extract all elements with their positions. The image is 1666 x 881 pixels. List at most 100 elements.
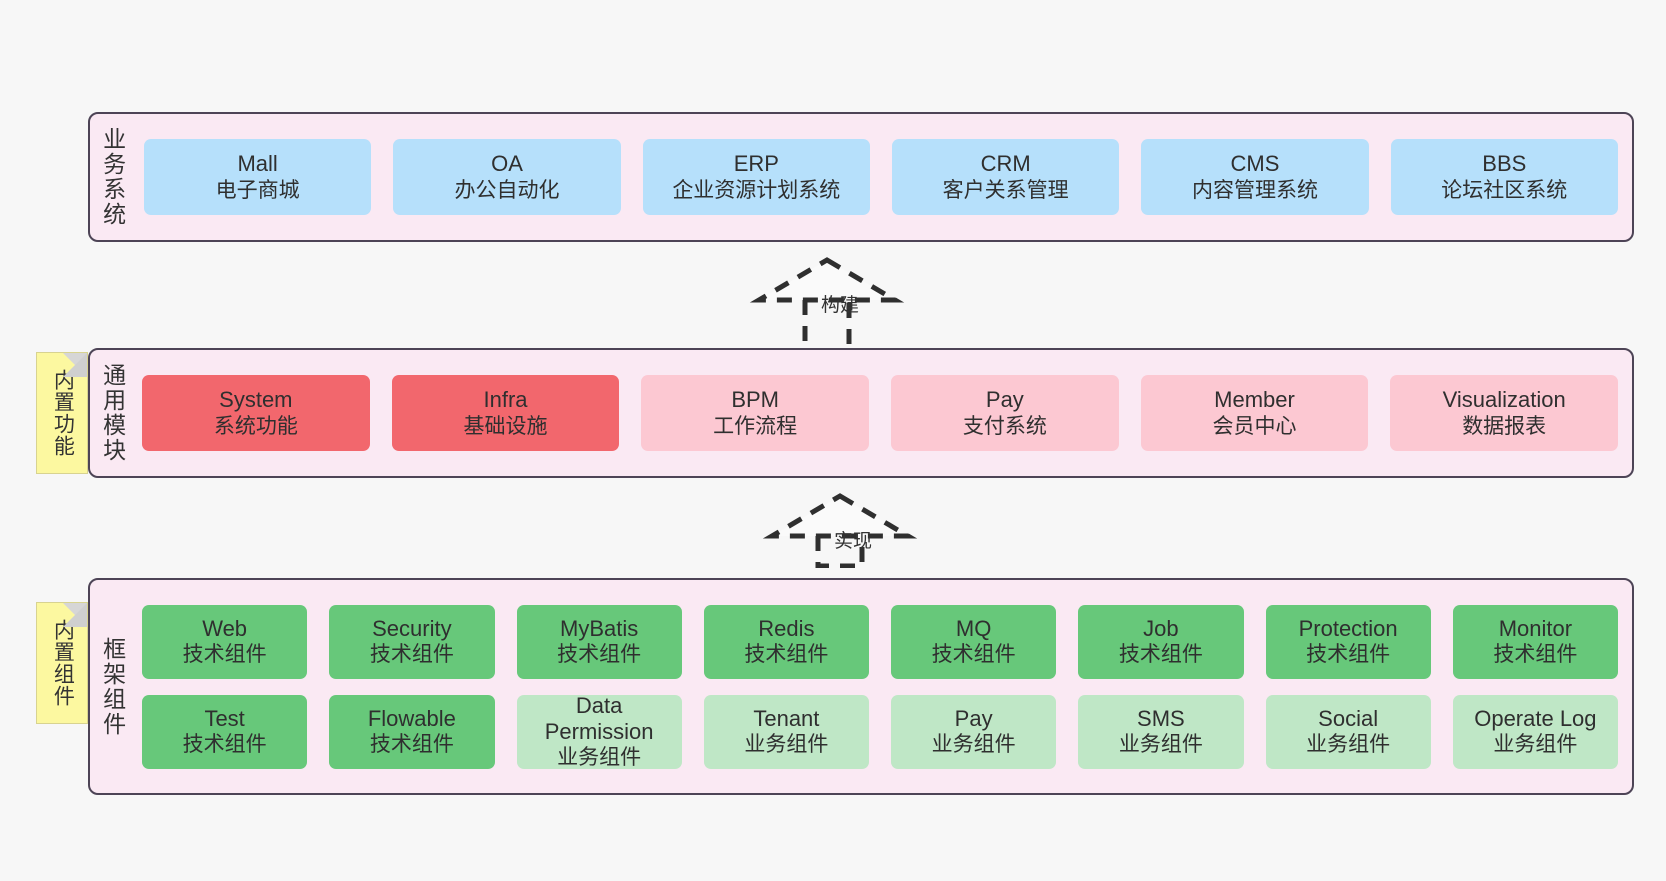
layer-common-module: 通用模块 System 系统功能 Infra 基础设施 BPM 工作流程 Pay…	[88, 348, 1634, 478]
card-sms[interactable]: SMS 业务组件	[1078, 694, 1244, 769]
card-bpm[interactable]: BPM 工作流程	[641, 375, 870, 451]
card-mybatis[interactable]: MyBatis 技术组件	[516, 604, 682, 679]
card-title-en: SMS	[1137, 705, 1185, 731]
card-visualization[interactable]: Visualization 数据报表	[1390, 375, 1619, 451]
card-title-cn: 办公自动化	[454, 178, 560, 202]
card-title-cn: 技术组件	[1493, 643, 1578, 667]
card-title-cn: 客户关系管理	[942, 178, 1069, 202]
card-title-cn: 技术组件	[744, 643, 829, 667]
layer-title-framework-component: 框架组件	[99, 636, 126, 737]
layer-row: Web 技术组件 Security 技术组件 MyBatis 技术组件 Redi…	[142, 604, 1618, 679]
note-label: 内置组件	[51, 619, 75, 707]
card-title-en: Tenant	[753, 705, 820, 731]
card-pay-business[interactable]: Pay 业务组件	[891, 694, 1057, 769]
card-title-cn: 业务组件	[557, 746, 642, 770]
card-title-cn: 内容管理系统	[1191, 178, 1318, 202]
card-title-cn: 论坛社区系统	[1441, 178, 1568, 202]
card-title-cn: 支付系统	[962, 414, 1047, 438]
card-data-permission[interactable]: Data Permission 业务组件	[516, 692, 682, 770]
note-fold-corner-icon	[63, 603, 87, 627]
layer-row: Test 技术组件 Flowable 技术组件 Data Permission …	[142, 692, 1618, 770]
card-title-en: Infra	[483, 387, 528, 413]
card-pay[interactable]: Pay 支付系统	[891, 375, 1119, 451]
connector-build-label: 构建	[821, 295, 860, 316]
card-crm[interactable]: CRM 客户关系管理	[891, 139, 1120, 215]
card-title-cn: 业务组件	[1118, 733, 1203, 757]
note-fold-corner-icon	[63, 353, 87, 377]
card-title-en: BBS	[1482, 151, 1527, 177]
connector-build-arrow-icon	[749, 257, 905, 355]
card-title-cn: 基础设施	[463, 414, 548, 438]
card-title-en: Test	[204, 705, 245, 731]
card-title-en: Flowable	[367, 705, 456, 731]
layer-row: System 系统功能 Infra 基础设施 BPM 工作流程 Pay 支付系统…	[142, 375, 1619, 451]
card-redis[interactable]: Redis 技术组件	[703, 604, 869, 679]
card-title-cn: 技术组件	[182, 733, 267, 757]
card-operate-log[interactable]: Operate Log 业务组件	[1452, 694, 1618, 769]
card-member[interactable]: Member 会员中心	[1140, 375, 1369, 451]
card-mq[interactable]: MQ 技术组件	[891, 604, 1057, 679]
layer-row: Mall 电子商城 OA 办公自动化 ERP 企业资源计划系统 CRM 客户关系…	[144, 139, 1618, 215]
card-title-en: Social	[1318, 705, 1379, 731]
card-monitor[interactable]: Monitor 技术组件	[1452, 604, 1618, 679]
card-title-en: Pay	[954, 705, 993, 731]
card-title-cn: 技术组件	[931, 643, 1016, 667]
card-title-cn: 业务组件	[1493, 733, 1578, 757]
card-mall[interactable]: Mall 电子商城	[144, 139, 372, 215]
card-title-cn: 技术组件	[1118, 643, 1203, 667]
note-builtin-features: 内置功能	[36, 352, 88, 474]
card-title-en: MyBatis	[560, 615, 639, 641]
card-title-cn: 技术组件	[369, 643, 454, 667]
connector-implement: 实现	[758, 488, 938, 569]
card-title-en: Job	[1143, 615, 1179, 641]
card-title-en: Mall	[237, 151, 278, 177]
card-test[interactable]: Test 技术组件	[142, 694, 308, 769]
layer-title-common-module: 通用模块	[99, 363, 126, 463]
card-title-en: OA	[491, 151, 523, 177]
card-title-en: Visualization	[1442, 387, 1566, 413]
card-job[interactable]: Job 技术组件	[1078, 604, 1244, 679]
layer-framework-component: 框架组件 Web 技术组件 Security 技术组件 MyBatis 技术组件…	[88, 578, 1634, 795]
connector-implement-arrow-icon	[762, 493, 918, 569]
card-oa[interactable]: OA 办公自动化	[393, 139, 621, 215]
card-title-en: MQ	[955, 615, 992, 641]
card-title-en: Pay	[985, 387, 1024, 413]
card-title-cn: 电子商城	[215, 178, 300, 202]
card-title-en: Operate Log	[1474, 705, 1597, 731]
card-erp[interactable]: ERP 企业资源计划系统	[642, 139, 870, 215]
card-title-cn: 业务组件	[744, 733, 829, 757]
connector-implement-label: 实现	[834, 531, 873, 552]
card-protection[interactable]: Protection 技术组件	[1265, 604, 1431, 679]
card-title-cn: 企业资源计划系统	[672, 178, 841, 202]
card-web[interactable]: Web 技术组件	[142, 604, 308, 679]
card-title-cn: 数据报表	[1462, 414, 1547, 438]
card-title-cn: 技术组件	[182, 643, 267, 667]
layer-business-system: 业务系统 Mall 电子商城 OA 办公自动化 ERP 企业资源计划系统 CRM…	[88, 112, 1634, 242]
card-tenant[interactable]: Tenant 业务组件	[703, 694, 869, 769]
card-security[interactable]: Security 技术组件	[329, 604, 495, 679]
note-label: 内置功能	[51, 369, 75, 457]
card-bbs[interactable]: BBS 论坛社区系统	[1390, 139, 1618, 215]
card-title-cn: 工作流程	[713, 414, 798, 438]
card-title-cn: 技术组件	[1306, 643, 1391, 667]
card-cms[interactable]: CMS 内容管理系统	[1141, 139, 1369, 215]
card-title-cn: 系统功能	[213, 414, 298, 438]
card-flowable[interactable]: Flowable 技术组件	[329, 694, 495, 769]
card-title-en: Web	[202, 615, 248, 641]
card-title-en: Data Permission	[544, 692, 654, 744]
note-builtin-components: 内置组件	[36, 602, 88, 724]
layer-body-business-system: Mall 电子商城 OA 办公自动化 ERP 企业资源计划系统 CRM 客户关系…	[134, 114, 1632, 240]
card-title-en: CMS	[1230, 151, 1280, 177]
card-title-en: Security	[372, 615, 452, 641]
card-title-en: Protection	[1298, 615, 1398, 641]
card-title-en: BPM	[731, 387, 780, 413]
card-title-en: System	[219, 387, 293, 413]
card-infra[interactable]: Infra 基础设施	[391, 375, 620, 451]
card-title-en: Member	[1214, 387, 1295, 413]
layer-title-business-system: 业务系统	[99, 127, 126, 227]
layer-body-framework-component: Web 技术组件 Security 技术组件 MyBatis 技术组件 Redi…	[134, 580, 1632, 793]
card-social[interactable]: Social 业务组件	[1265, 694, 1431, 769]
card-system[interactable]: System 系统功能	[142, 375, 370, 451]
layer-body-common-module: System 系统功能 Infra 基础设施 BPM 工作流程 Pay 支付系统…	[134, 350, 1632, 476]
